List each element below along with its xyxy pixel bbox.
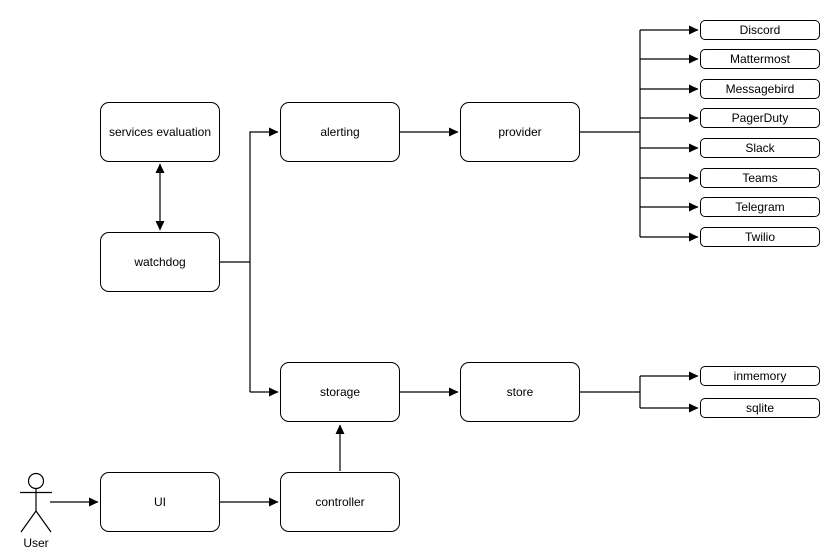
node-discord: Discord bbox=[700, 20, 820, 40]
node-mattermost: Mattermost bbox=[700, 49, 820, 69]
node-twilio: Twilio bbox=[700, 227, 820, 247]
node-provider: provider bbox=[460, 102, 580, 162]
node-messagebird: Messagebird bbox=[700, 79, 820, 99]
node-alerting: alerting bbox=[280, 102, 400, 162]
node-storage: storage bbox=[280, 362, 400, 422]
node-services-evaluation: services evaluation bbox=[100, 102, 220, 162]
node-watchdog: watchdog bbox=[100, 232, 220, 292]
node-controller: controller bbox=[280, 472, 400, 532]
node-teams: Teams bbox=[700, 168, 820, 188]
user-actor-label: User bbox=[23, 536, 49, 550]
node-slack: Slack bbox=[700, 138, 820, 158]
edge-watchdog-alerting bbox=[249, 127, 279, 392]
node-store: store bbox=[460, 362, 580, 422]
node-sqlite: sqlite bbox=[700, 398, 820, 418]
node-telegram: Telegram bbox=[700, 197, 820, 217]
node-pagerduty: PagerDuty bbox=[700, 108, 820, 128]
node-inmemory: inmemory bbox=[700, 366, 820, 386]
user-actor-icon bbox=[20, 472, 52, 533]
node-ui: UI bbox=[100, 472, 220, 532]
